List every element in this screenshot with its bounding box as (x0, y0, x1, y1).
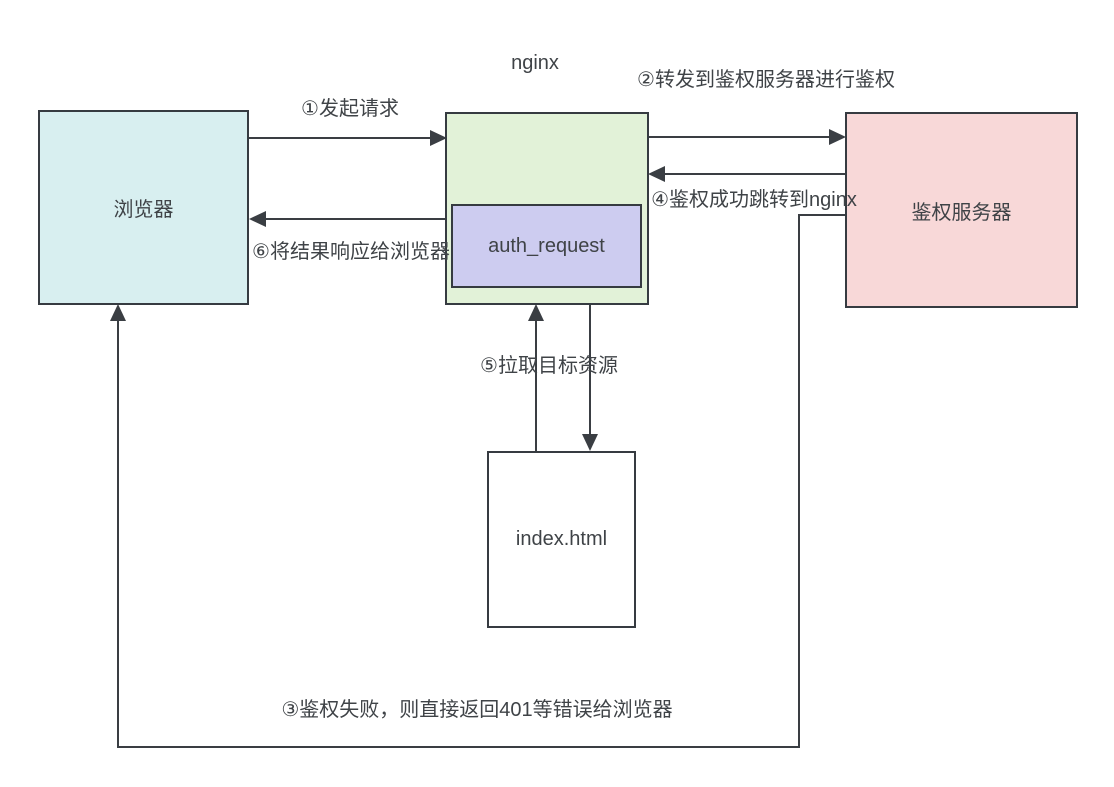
node-auth-request: auth_request (451, 204, 642, 288)
node-auth-server: 鉴权服务器 (845, 112, 1078, 308)
arrow-to-index-down (582, 305, 598, 451)
node-index-html: index.html (487, 451, 636, 628)
arrow-request-to-nginx (249, 130, 447, 146)
node-browser: 浏览器 (38, 110, 249, 305)
node-index-html-label: index.html (515, 528, 608, 550)
arrow-forward-to-auth-server (649, 129, 846, 145)
arrow-auth-success-to-nginx (648, 166, 845, 182)
edge-label-6-response: ⑥将结果响应给浏览器 (252, 241, 450, 263)
node-browser-label: 浏览器 (113, 199, 174, 221)
edge-label-4-auth-success: ④鉴权成功跳转到nginx (651, 189, 857, 211)
node-auth-server-label: 鉴权服务器 (911, 201, 1012, 224)
edge-label-2-forward-auth: ②转发到鉴权服务器进行鉴权 (637, 69, 895, 91)
edge-label-1-request: ①发起请求 (301, 98, 399, 120)
node-auth-request-label: auth_request (488, 234, 605, 257)
node-nginx-title: nginx (511, 52, 559, 74)
arrow-response-to-browser (249, 211, 445, 227)
edge-label-5-fetch-resource: ⑤拉取目标资源 (480, 355, 618, 377)
edge-label-3-auth-fail: ③鉴权失败，则直接返回401等错误给浏览器 (281, 699, 673, 721)
